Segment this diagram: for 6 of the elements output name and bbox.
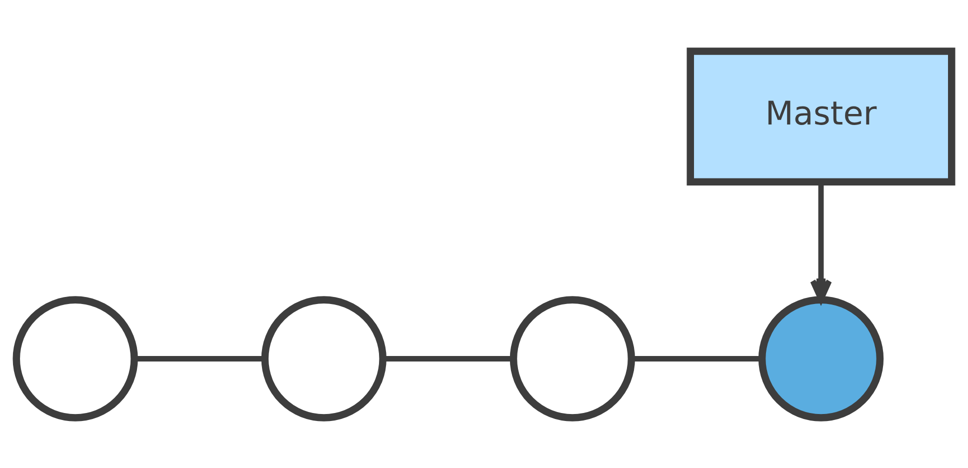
node-box: Master — [686, 47, 956, 186]
node-circle — [261, 296, 386, 421]
node-circle — [12, 296, 138, 421]
node-circle — [510, 296, 636, 421]
node-circle — [758, 296, 884, 421]
connector — [632, 356, 762, 361]
